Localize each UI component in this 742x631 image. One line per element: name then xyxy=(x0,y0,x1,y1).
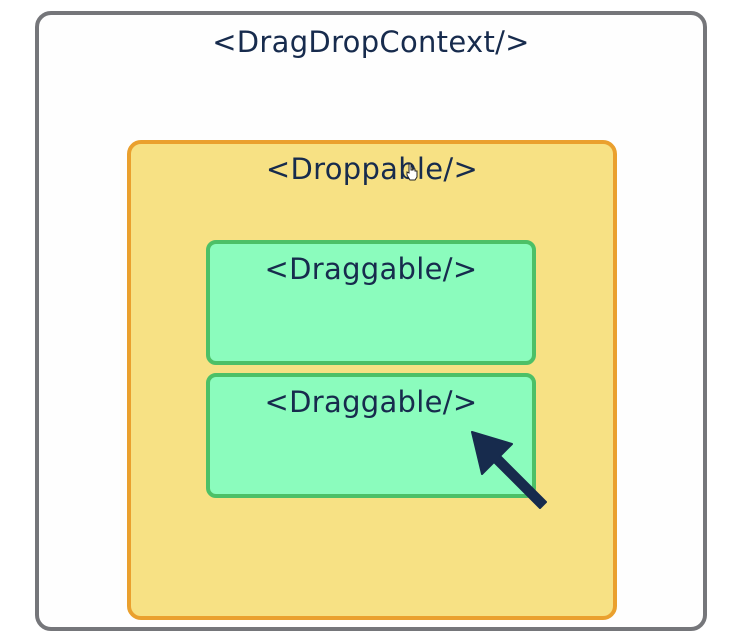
hand-pointer-icon xyxy=(406,163,418,181)
droppable-label: <Droppable/> xyxy=(265,152,479,186)
draggable-label-2: <Draggable/> xyxy=(264,385,478,419)
drag-drop-context-label: <DragDropContext/> xyxy=(212,25,530,59)
draggable-box-2[interactable]: <Draggable/> xyxy=(206,373,536,498)
draggable-box-1[interactable]: <Draggable/> xyxy=(206,240,536,365)
draggable-label-1: <Draggable/> xyxy=(264,252,478,286)
arrow-cursor-icon xyxy=(471,431,547,509)
